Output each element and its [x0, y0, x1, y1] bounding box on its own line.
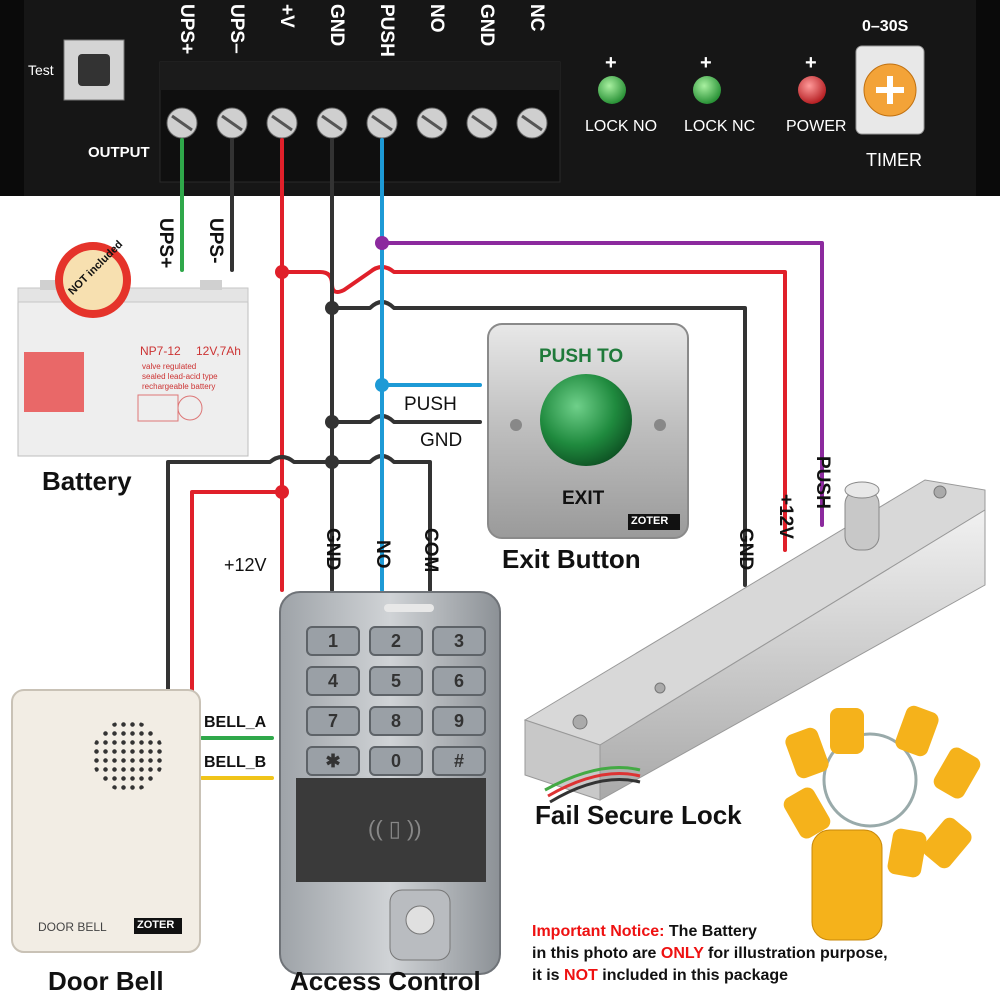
key-6[interactable]: 6 — [432, 666, 486, 696]
speaker-grille — [92, 720, 164, 792]
key-7[interactable]: 7 — [306, 706, 360, 736]
timer-range: 0–30S — [862, 18, 909, 35]
terminal-screws — [166, 107, 548, 139]
terminal-label-plus-v: +V — [276, 4, 297, 28]
bell-b-label: BELL_B — [204, 754, 267, 771]
notice-line2-b: for illustration purpose, — [703, 945, 888, 962]
controller-board — [0, 0, 1000, 196]
notice-only: ONLY — [660, 945, 704, 962]
lock-no-led — [598, 76, 626, 104]
battery-desc-1: valve regulated — [142, 362, 197, 371]
rfid-tags-image — [783, 705, 981, 941]
key-hash[interactable]: # — [432, 746, 486, 776]
exit-button-image — [487, 323, 689, 539]
lock-nc-label: LOCK NC — [684, 118, 756, 135]
lock-push-label: PUSH — [812, 456, 833, 509]
key-4[interactable]: 4 — [306, 666, 360, 696]
terminal-label-no: NO — [426, 4, 447, 33]
access-control-label: Access Control — [290, 966, 481, 996]
exit-push-wire-label: PUSH — [404, 394, 457, 415]
ups-plus-wire-label: UPS+ — [155, 218, 176, 269]
battery-rating: 12V,7Ah — [196, 344, 241, 358]
terminal-label-ups-plus: UPS+ — [176, 4, 197, 55]
ac-gnd-label: GND — [322, 528, 343, 571]
led-indicators — [598, 76, 826, 104]
battery-desc-2: sealed lead-acid type — [142, 372, 218, 381]
ac-12v-label: +12V — [224, 555, 267, 575]
terminal-label-push: PUSH — [376, 4, 397, 57]
key-3[interactable]: 3 — [432, 626, 486, 656]
exit-button-brand: ZOTER — [631, 515, 669, 527]
door-bell-brand: ZOTER — [137, 919, 175, 931]
key-5[interactable]: 5 — [369, 666, 423, 696]
notice-line2-a: in this photo are — [532, 945, 661, 962]
power-sign: + — [805, 52, 817, 74]
exit-button-top-text: PUSH TO — [539, 346, 624, 367]
battery-label: Battery — [42, 466, 132, 496]
notice-line-3: it is NOT included in this package — [532, 965, 997, 987]
rfid-wave-icon: (( ▯ )) — [368, 816, 422, 841]
ups-minus-wire-label: UPS- — [205, 218, 226, 264]
test-label: Test — [28, 62, 54, 78]
battery-image — [17, 280, 249, 457]
ac-com-label: COM — [420, 528, 441, 573]
terminal-label-nc: NC — [526, 4, 547, 32]
notice-not: NOT — [564, 967, 598, 984]
exit-button-label: Exit Button — [502, 544, 641, 574]
terminal-label-ups-minus: UPS– — [226, 4, 247, 54]
power-label: POWER — [786, 118, 847, 135]
notice-line3-b: included in this package — [597, 967, 789, 984]
door-bell-text: DOOR BELL — [38, 920, 107, 934]
terminal-label-gnd-2: GND — [476, 4, 497, 47]
lock-no-label: LOCK NO — [585, 118, 658, 135]
ac-no-label: NO — [372, 540, 393, 569]
lock-nc-led — [693, 76, 721, 104]
timer-label: TIMER — [866, 150, 922, 170]
junction-dots — [275, 236, 389, 499]
lock-label: Fail Secure Lock — [535, 800, 742, 830]
lock-gnd-label: GND — [735, 528, 756, 571]
wire-gnd-exit — [330, 414, 482, 424]
key-9[interactable]: 9 — [432, 706, 486, 736]
notice-line1-rest: The Battery — [664, 923, 757, 940]
notice-line-2: in this photo are ONLY for illustration … — [532, 943, 997, 965]
door-bell-label: Door Bell — [48, 966, 164, 996]
notice-line3-a: it is — [532, 967, 565, 984]
wire-push-lock — [380, 241, 824, 527]
not-included-badge — [55, 242, 131, 318]
notice-title: Important Notice: — [532, 923, 665, 940]
key-star[interactable]: ✱ — [306, 746, 360, 776]
important-notice: Important Notice: The Battery in this ph… — [532, 921, 997, 987]
notice-line-1: Important Notice: The Battery — [532, 921, 997, 943]
lock-12v-label: +12V — [775, 494, 796, 539]
battery-model: NP7-12 — [140, 344, 181, 358]
wire-com-bell — [166, 454, 432, 692]
lock-image — [523, 479, 986, 804]
key-8[interactable]: 8 — [369, 706, 423, 736]
output-label: OUTPUT — [88, 144, 150, 161]
keypad-grid: 1 2 3 4 5 6 7 8 9 ✱ 0 # — [306, 626, 486, 776]
wire-12v-bell — [190, 490, 284, 692]
key-0[interactable]: 0 — [369, 746, 423, 776]
key-2[interactable]: 2 — [369, 626, 423, 656]
wires — [166, 138, 824, 780]
exit-button-bottom-text: EXIT — [562, 488, 605, 509]
bell-a-label: BELL_A — [204, 714, 267, 731]
terminal-label-gnd: GND — [326, 4, 347, 47]
lock-nc-sign: + — [700, 52, 712, 74]
key-1[interactable]: 1 — [306, 626, 360, 656]
power-led — [798, 76, 826, 104]
battery-desc-3: rechargeable battery — [142, 382, 216, 391]
exit-gnd-wire-label: GND — [420, 430, 463, 451]
wire-12v-lock — [280, 265, 787, 552]
lock-no-sign: + — [605, 52, 617, 74]
green-push-button — [540, 374, 632, 466]
